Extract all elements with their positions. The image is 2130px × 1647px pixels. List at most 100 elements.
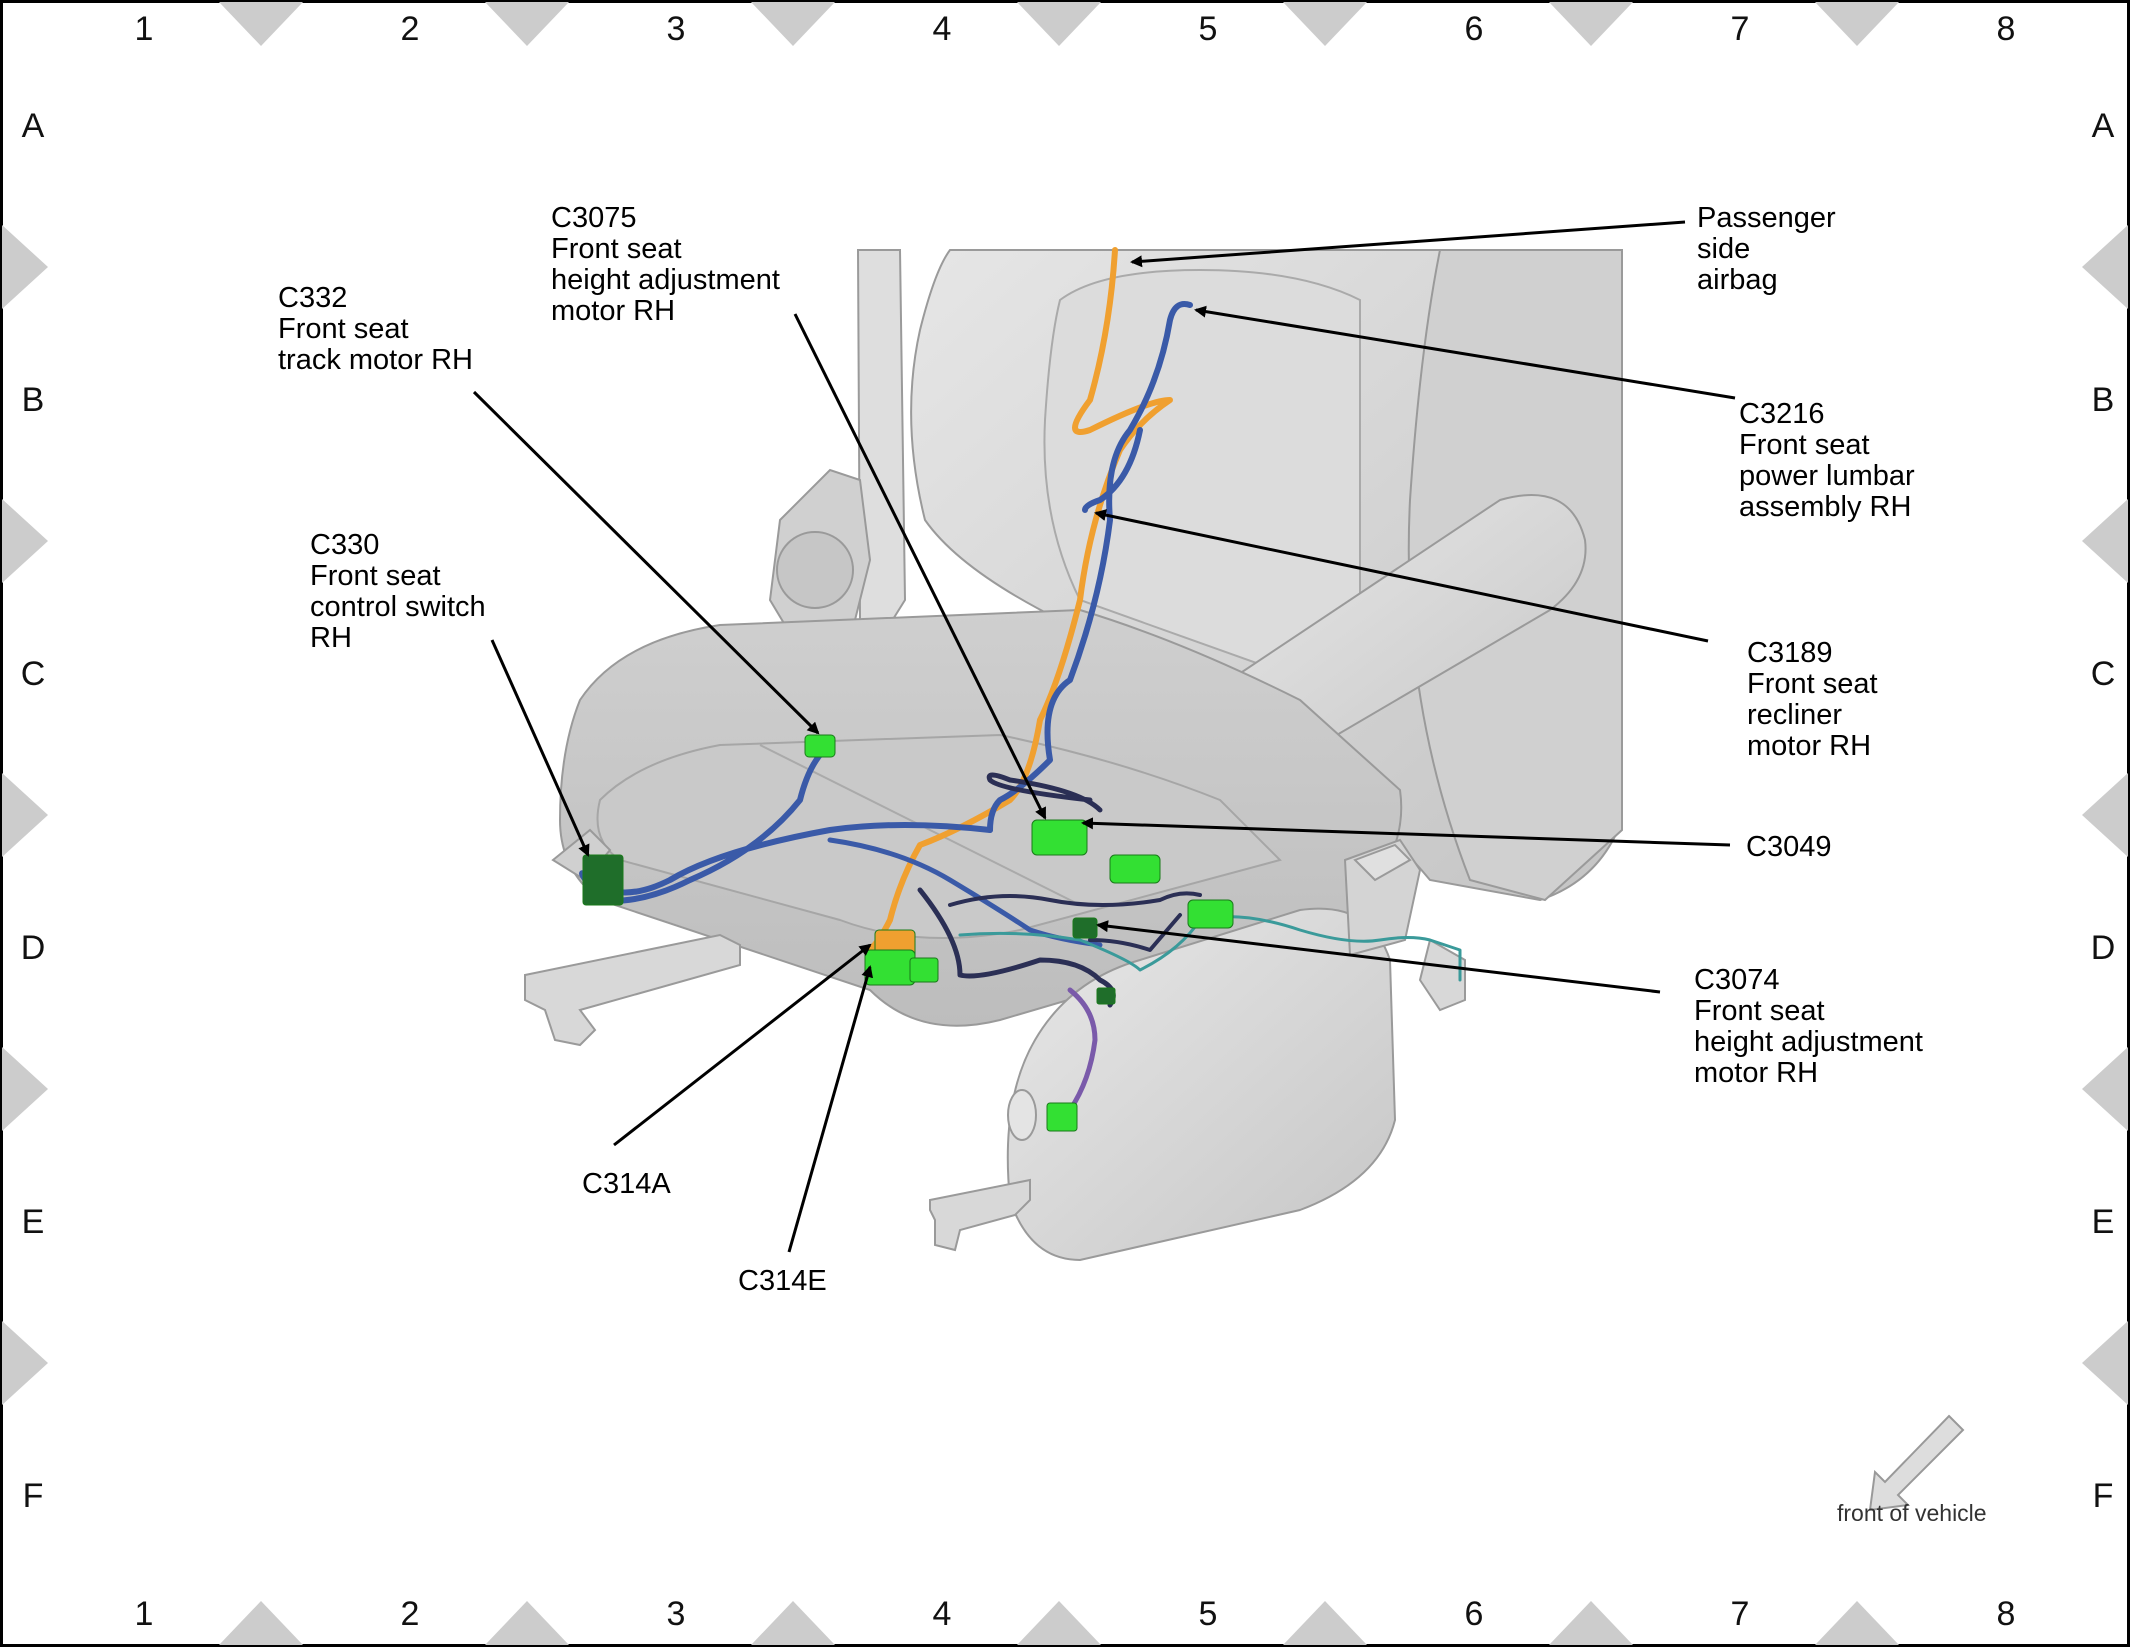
- connector-c3075: [1031, 819, 1088, 856]
- seat-track-right: [929, 1178, 1031, 1252]
- leader-c314a: [613, 943, 872, 1147]
- callout-line: C314A: [582, 1168, 671, 1200]
- callout-line: Front seat: [1739, 429, 1870, 461]
- callout-c3049: C3049: [1746, 832, 1831, 863]
- leader-lines: [472, 220, 1736, 1253]
- col-label: 6: [1465, 1595, 1484, 1633]
- callout-c3074: C3074 Front seat height adjustment motor…: [1694, 965, 1923, 1089]
- harness-purple: [1067, 987, 1098, 1113]
- connector-mid: [1187, 899, 1234, 929]
- seat-track-left: [524, 933, 741, 1047]
- callout-line: Front seat: [1694, 995, 1825, 1027]
- col-label: 6: [1465, 10, 1484, 48]
- callout-line: recliner: [1747, 699, 1843, 731]
- connector-c3049: [1109, 854, 1161, 884]
- row-label: A: [22, 107, 45, 145]
- row-label: B: [22, 381, 45, 419]
- callout-line: Passenger: [1697, 202, 1836, 234]
- row-label: F: [23, 1477, 44, 1515]
- row-label: C: [2091, 655, 2116, 693]
- col-label: 8: [1997, 10, 2016, 48]
- callout-line: Front seat: [310, 560, 441, 592]
- col-label: 4: [933, 1595, 952, 1633]
- callout-line: height adjustment: [551, 264, 780, 296]
- callout-line: airbag: [1697, 264, 1778, 296]
- callout-line: Front seat: [1747, 668, 1878, 700]
- leader-c3074: [1096, 920, 1661, 994]
- leader-c3075: [793, 313, 1047, 820]
- leader-c3049: [1081, 817, 1731, 847]
- col-label: 3: [667, 1595, 686, 1633]
- front-of-vehicle-label: front of vehicle: [1837, 1500, 1987, 1526]
- callout-line: C314E: [738, 1265, 827, 1297]
- leader-c3189: [1094, 509, 1709, 643]
- column-labels-bottom: 1 2 3 4 5 6 7 8: [135, 1595, 2016, 1633]
- col-label: 1: [135, 10, 154, 48]
- callout-line: Front seat: [278, 313, 409, 345]
- row-label: D: [21, 929, 46, 967]
- callout-line: motor RH: [1694, 1057, 1819, 1089]
- connector-c330: [582, 854, 624, 906]
- row-label: F: [2093, 1477, 2114, 1515]
- callout-line: C3049: [1746, 831, 1832, 863]
- callout-c314a: C314A: [582, 1169, 671, 1200]
- col-label: 5: [1199, 10, 1218, 48]
- callout-line: C3189: [1747, 637, 1833, 669]
- callout-line: motor RH: [1747, 730, 1872, 762]
- harness-blue: [987, 301, 1193, 833]
- callout-c3216: C3216 Front seat power lumbar assembly R…: [1739, 399, 1915, 523]
- callout-line: C3075: [551, 202, 637, 234]
- front-of-vehicle-arrow-icon: [1868, 1414, 1965, 1512]
- col-label: 3: [667, 10, 686, 48]
- callout-line: C330: [310, 529, 380, 561]
- callout-line: C332: [278, 282, 348, 314]
- col-label: 8: [1997, 1595, 2016, 1633]
- row-label: E: [2092, 1203, 2115, 1241]
- connector-c314e-b: [909, 957, 939, 983]
- col-label: 7: [1731, 10, 1750, 48]
- callout-c314e: C314E: [738, 1266, 827, 1297]
- row-labels-right: A B C D E F: [2091, 107, 2116, 1515]
- callout-line: C3216: [1739, 398, 1825, 430]
- harness-navy-2: [948, 891, 1202, 952]
- callout-c330: C330 Front seat control switch RH: [310, 530, 486, 654]
- callout-line: side: [1697, 233, 1751, 265]
- col-label: 2: [401, 1595, 420, 1633]
- callout-line: motor RH: [551, 295, 676, 327]
- column-labels-top: 1 2 3 4 5 6 7 8: [135, 10, 2016, 48]
- harness-navy: [917, 772, 1116, 1008]
- col-label: 2: [401, 10, 420, 48]
- row-label: D: [2091, 929, 2116, 967]
- leader-passenger-airbag: [1130, 220, 1686, 268]
- callout-line: track motor RH: [278, 344, 473, 376]
- callout-passenger-airbag: Passenger side airbag: [1697, 203, 1836, 296]
- leader-c314e: [787, 965, 874, 1253]
- harness-blue-lumbar: [1082, 427, 1143, 513]
- harness-orange: [867, 247, 1173, 953]
- callout-line: control switch: [310, 591, 486, 623]
- callout-line: Front seat: [551, 233, 682, 265]
- callout-line: power lumbar: [1739, 460, 1915, 492]
- callout-c3189: C3189 Front seat recliner motor RH: [1747, 638, 1878, 762]
- connectors: [582, 734, 1234, 1132]
- callout-c332: C332 Front seat track motor RH: [278, 283, 473, 376]
- connector-c3074: [1072, 917, 1098, 939]
- row-label: E: [22, 1203, 45, 1241]
- connector-c314e: [864, 949, 916, 986]
- connector-c332: [804, 734, 836, 758]
- connector-lower: [1046, 1102, 1078, 1132]
- col-label: 1: [135, 1595, 154, 1633]
- row-label: B: [2092, 381, 2115, 419]
- callout-line: assembly RH: [1739, 491, 1912, 523]
- leader-c3216: [1194, 305, 1736, 400]
- row-labels-left: A B C D E F: [21, 107, 46, 1515]
- callout-line: height adjustment: [1694, 1026, 1923, 1058]
- callout-line: RH: [310, 622, 352, 654]
- callout-c3075: C3075 Front seat height adjustment motor…: [551, 203, 780, 327]
- col-label: 7: [1731, 1595, 1750, 1633]
- col-label: 5: [1199, 1595, 1218, 1633]
- callout-line: C3074: [1694, 964, 1780, 996]
- col-label: 4: [933, 10, 952, 48]
